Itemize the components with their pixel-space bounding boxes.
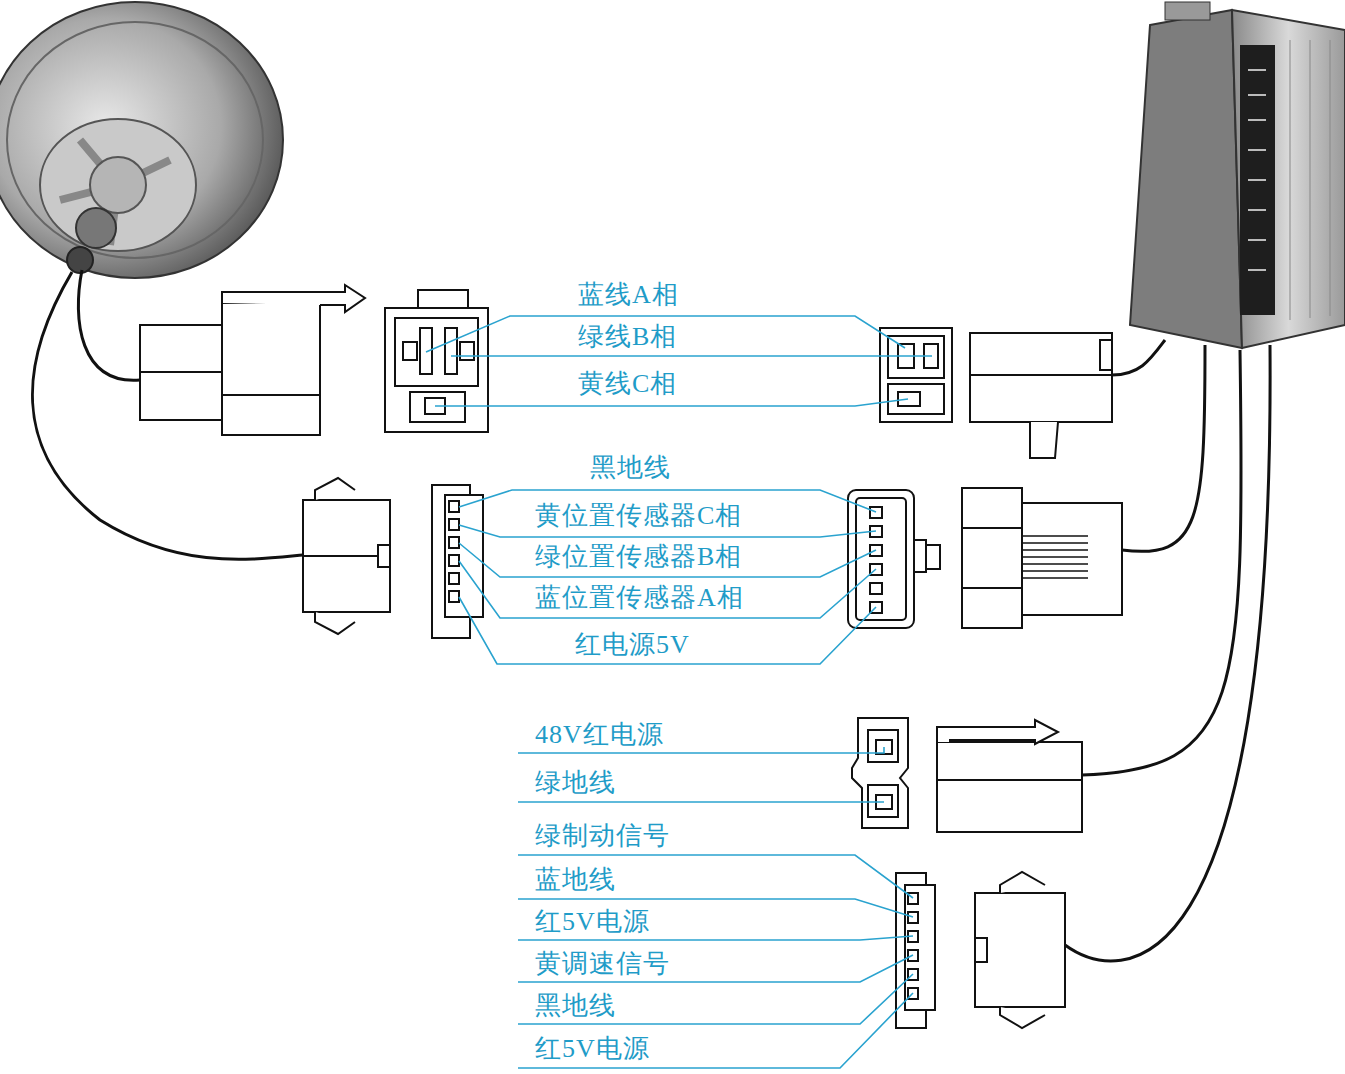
controller — [1130, 2, 1345, 348]
wire-label: 蓝线A相 — [578, 280, 679, 310]
wire-label: 48V红电源 — [535, 720, 664, 750]
wire-label: 黄线C相 — [578, 369, 677, 399]
wire-label: 红5V电源 — [535, 907, 650, 937]
wire-label: 黑地线 — [590, 453, 671, 483]
cables — [33, 270, 1271, 961]
wire-label: 绿制动信号 — [535, 821, 670, 851]
wire-label: 蓝位置传感器A相 — [535, 583, 744, 613]
wire-label: 绿地线 — [535, 768, 616, 798]
wire-label: 黑地线 — [535, 991, 616, 1021]
leader-lines — [426, 316, 932, 1068]
wire-label: 红电源5V — [575, 630, 690, 660]
wire-label: 红5V电源 — [535, 1034, 650, 1064]
wire-label: 黄调速信号 — [535, 949, 670, 979]
wire-label: 绿线B相 — [578, 322, 677, 352]
hub-motor — [0, 2, 283, 278]
wire-label: 蓝地线 — [535, 865, 616, 895]
wire-label: 绿位置传感器B相 — [535, 542, 742, 572]
connectors — [140, 285, 1122, 1028]
wire-label: 黄位置传感器C相 — [535, 501, 742, 531]
